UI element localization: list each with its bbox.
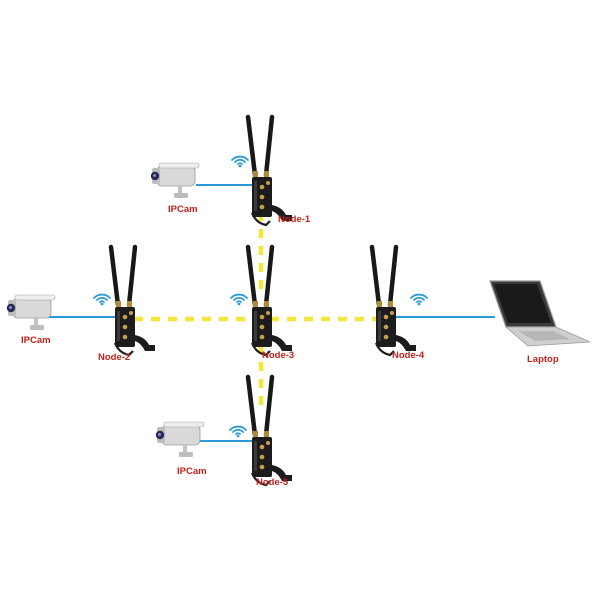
ipcam-label: IPCam xyxy=(168,204,198,215)
wifi-icon xyxy=(231,155,249,169)
ipcam-icon xyxy=(6,294,56,331)
wifi-icon xyxy=(93,293,111,307)
radio-node-3 xyxy=(248,247,292,355)
ipcam-label: IPCam xyxy=(21,335,51,346)
wifi-icon xyxy=(230,293,248,307)
node-label: Node-5 xyxy=(256,477,289,488)
radio-node-4 xyxy=(372,247,416,355)
ipcam-icon xyxy=(155,421,205,458)
laptop-label: Laptop xyxy=(527,354,559,365)
node-label: Node-1 xyxy=(278,214,311,225)
node-label: Node-2 xyxy=(98,352,130,363)
ipcam-icon xyxy=(150,162,200,199)
wifi-icon xyxy=(229,425,247,439)
node-label: Node-3 xyxy=(262,350,294,361)
node-label: Node-4 xyxy=(392,350,425,361)
laptop-icon xyxy=(489,280,591,347)
radio-node-2 xyxy=(111,247,155,355)
ipcam-label: IPCam xyxy=(177,466,207,477)
wifi-icon xyxy=(410,293,428,307)
radio-node-1 xyxy=(248,117,292,225)
radio-node-5 xyxy=(248,377,292,485)
